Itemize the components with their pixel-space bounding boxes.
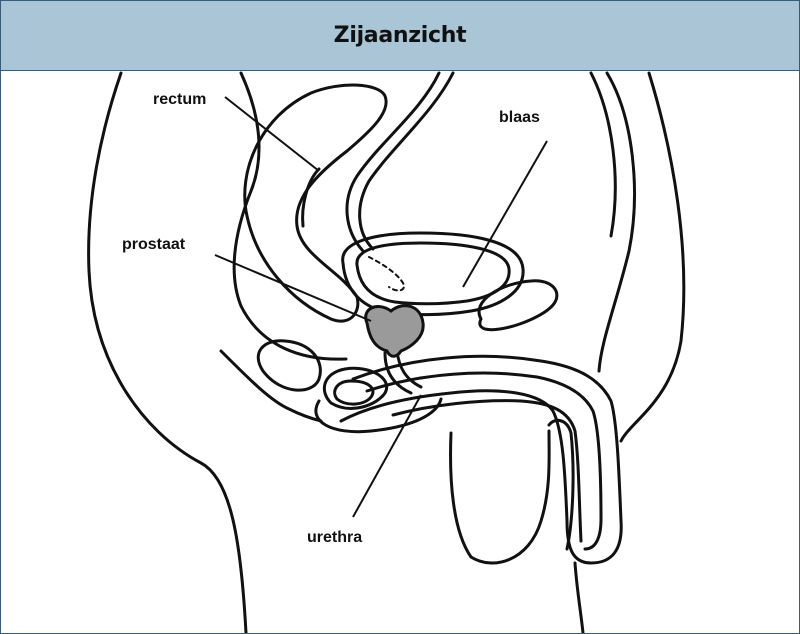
perineal-loop-2 — [258, 341, 320, 390]
leader-urethra — [353, 395, 421, 517]
abdominal-wall — [599, 73, 634, 371]
leader-prostaat — [215, 255, 371, 321]
leg-contour — [575, 563, 583, 633]
leader-blaas — [463, 141, 547, 287]
header-bar: Zijaanzicht — [1, 1, 799, 71]
bladder-inner — [357, 243, 509, 304]
label-prostaat: prostaat — [122, 236, 186, 253]
diagram-title: Zijaanzicht — [334, 23, 467, 48]
label-rectum: rectum — [153, 91, 206, 108]
label-blaas: blaas — [499, 109, 540, 126]
ureter-dashed — [369, 257, 404, 290]
anatomy-svg: rectum blaas prostaat urethra — [1, 71, 799, 633]
buttock-lower — [221, 351, 321, 421]
leader-rectum — [225, 97, 319, 171]
anatomy-diagram: rectum blaas prostaat urethra — [1, 71, 799, 633]
perineal-loop-1-inner — [335, 381, 373, 404]
abdominal-wall-inner — [591, 73, 615, 236]
body-front-lower — [621, 73, 684, 441]
peritoneum-line-2 — [360, 73, 453, 249]
prostate — [366, 306, 423, 357]
label-urethra: urethra — [307, 529, 362, 546]
scrotum — [451, 431, 550, 563]
sacrum-contour — [234, 73, 346, 359]
